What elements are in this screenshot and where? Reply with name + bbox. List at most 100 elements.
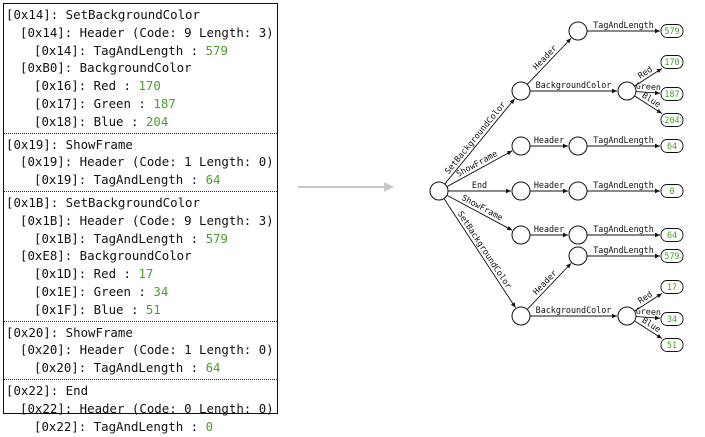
tree-edge <box>634 293 663 312</box>
record-line-value: 0 <box>205 418 214 434</box>
edge-arrowhead-icon <box>654 90 661 96</box>
record-line: [0x19]: Header (Code: 1 Length: 0) <box>4 153 277 171</box>
record-line: [0x20]: Header (Code: 1 Length: 0) <box>4 341 277 359</box>
leaf-box <box>660 113 684 127</box>
record-line-text: [0x20]: Header (Code: 1 Length: 0) <box>20 342 274 358</box>
record-line-value: 64 <box>205 360 221 376</box>
edge-label: End <box>472 180 487 190</box>
record-line-text: [0x22]: TagAndLength : <box>34 418 206 434</box>
tree-node <box>568 181 588 201</box>
edge-arrowhead-icon <box>656 333 662 339</box>
edge-label: SetBackgroundColor <box>456 209 514 290</box>
record-line-text: [0x1B]: SetBackgroundColor <box>6 194 200 210</box>
tree-node <box>617 306 637 326</box>
record-line-text: [0x19]: Header (Code: 1 Length: 0) <box>20 154 274 170</box>
record-line-value: 579 <box>205 42 228 58</box>
record-line: [0x17]: Green : 187 <box>4 95 277 113</box>
leaf-value: 204 <box>664 115 679 125</box>
leaf-value: 51 <box>667 340 677 350</box>
edge-label: TagAndLength <box>593 224 654 234</box>
record-line-text: [0x16]: Red : <box>34 78 139 94</box>
edge-label: Header <box>531 268 559 297</box>
leaf-box <box>660 55 684 69</box>
leaf-value: 0 <box>669 186 674 196</box>
record-block: [0x1B]: SetBackgroundColor [0x1B]: Header… <box>4 192 277 322</box>
tree-node <box>511 136 531 156</box>
leaf-value: 34 <box>667 314 677 324</box>
leaf-value: 17 <box>667 282 677 292</box>
tree-node <box>568 246 588 266</box>
record-line: [0x19]: TagAndLength : 64 <box>4 171 277 189</box>
edge-arrowhead-icon <box>654 315 661 321</box>
record-line-text: [0x14]: Header (Code: 9 Length: 3) <box>20 24 274 40</box>
edge-label: TagAndLength <box>593 180 654 190</box>
tree-edge <box>444 98 516 185</box>
tree-edges <box>443 28 663 339</box>
edge-arrowhead-icon <box>506 225 513 231</box>
tree-node <box>511 81 531 101</box>
record-line-value: 187 <box>153 95 176 111</box>
tree-node <box>568 225 588 245</box>
edge-arrowhead-icon <box>509 98 515 104</box>
tree-edge <box>526 262 572 310</box>
record-block: [0x19]: ShowFrame [0x19]: Header (Code: 1… <box>4 134 277 192</box>
record-line-value: 34 <box>153 283 169 299</box>
tree-node <box>568 21 588 41</box>
record-line-text: [0x22]: Header (Code: 0 Length: 0) <box>20 400 274 416</box>
parse-tree-diagram: 57917018720464064579173451SetBackgroundC… <box>429 20 684 352</box>
record-line: [0x14]: SetBackgroundColor <box>4 6 277 24</box>
transform-arrow <box>298 182 394 192</box>
record-line: [0x1B]: Header (Code: 9 Length: 3) <box>4 212 277 230</box>
record-line-text: [0x14]: TagAndLength : <box>34 42 206 58</box>
edge-label: Red <box>636 64 654 81</box>
leaf-box <box>660 280 684 294</box>
tree-node <box>429 181 449 201</box>
record-line-text: [0x1B]: Header (Code: 9 Length: 3) <box>20 212 274 228</box>
edge-arrowhead-icon <box>655 28 660 34</box>
tree-edge <box>634 95 663 114</box>
leaf-box <box>660 228 684 242</box>
record-block: [0x14]: SetBackgroundColor[0x14]: Header… <box>4 4 277 134</box>
edge-label: Header <box>534 224 564 234</box>
edge-label: Header <box>534 135 564 145</box>
edge-arrowhead-icon <box>506 188 511 194</box>
edge-label: TagAndLength <box>593 20 654 30</box>
edge-label: Green <box>635 81 661 93</box>
record-line: [0x18]: Blue : 204 <box>4 113 277 131</box>
edge-arrowhead-icon <box>563 188 568 194</box>
parsed-structure-panel: [0x14]: SetBackgroundColor[0x14]: Header… <box>3 3 278 434</box>
record-line-value: 64 <box>205 172 221 188</box>
leaf-box <box>660 24 684 38</box>
leaf-value: 170 <box>664 57 679 67</box>
record-block: [0x20]: ShowFrame[0x20]: Header (Code: 1… <box>4 322 277 380</box>
leaf-value: 187 <box>664 89 679 99</box>
record-line: [0x1D]: Red : 17 <box>4 265 277 283</box>
record-line: [0x19]: ShowFrame <box>4 136 277 154</box>
edge-label: Header <box>534 180 564 190</box>
leaf-value: 64 <box>667 230 677 240</box>
tree-edge <box>446 194 513 231</box>
record-line-value: 17 <box>138 266 154 282</box>
leaf-box <box>660 184 684 198</box>
edge-arrowhead-icon <box>563 232 568 238</box>
record-line: [0x14]: TagAndLength : 579 <box>4 42 277 60</box>
tree-node <box>568 136 588 156</box>
edge-arrowhead-icon <box>656 293 662 299</box>
edge-arrowhead-icon <box>655 253 660 259</box>
record-line: [0x16]: Red : 170 <box>4 77 277 95</box>
arrow-head-icon <box>384 182 394 192</box>
tree-edge <box>446 150 513 188</box>
leaf-value: 64 <box>667 141 677 151</box>
record-line-text: [0x1E]: Green : <box>34 283 154 299</box>
record-line-text: [0x1F]: Blue : <box>34 301 146 317</box>
edge-arrowhead-icon <box>656 68 662 74</box>
edge-arrowhead-icon <box>506 150 513 156</box>
record-line-text: [0x19]: TagAndLength : <box>34 172 206 188</box>
tree-node <box>511 225 531 245</box>
tree-edge-labels: SetBackgroundColorHeaderTagAndLengthBack… <box>442 20 662 334</box>
tree-node <box>511 181 531 201</box>
record-line-text: [0x19]: ShowFrame <box>6 136 133 152</box>
tree-edge <box>526 37 572 85</box>
edge-label: TagAndLength <box>593 135 654 145</box>
